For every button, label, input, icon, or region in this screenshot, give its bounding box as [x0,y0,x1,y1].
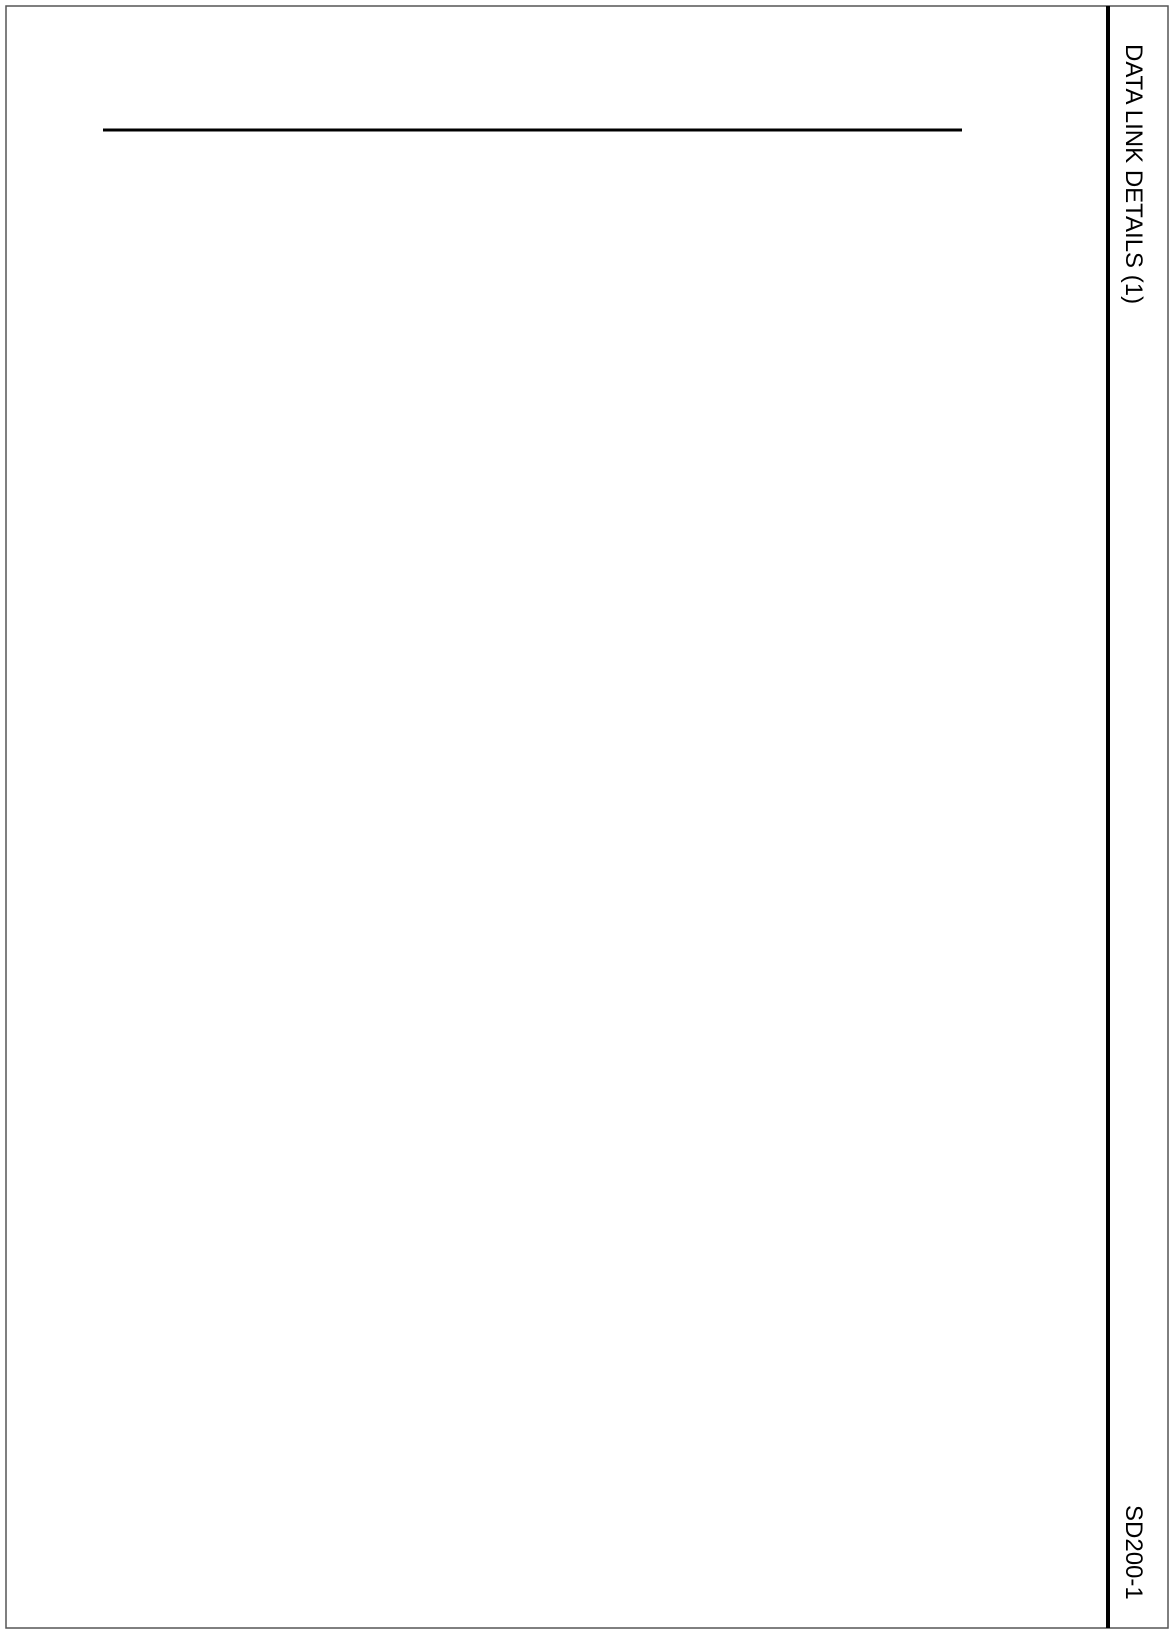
page-frame [5,5,1169,1629]
page-code: SD200-1 [1120,1505,1147,1600]
diagram-title: DATA LINK DETAILS (1) [1120,44,1147,304]
